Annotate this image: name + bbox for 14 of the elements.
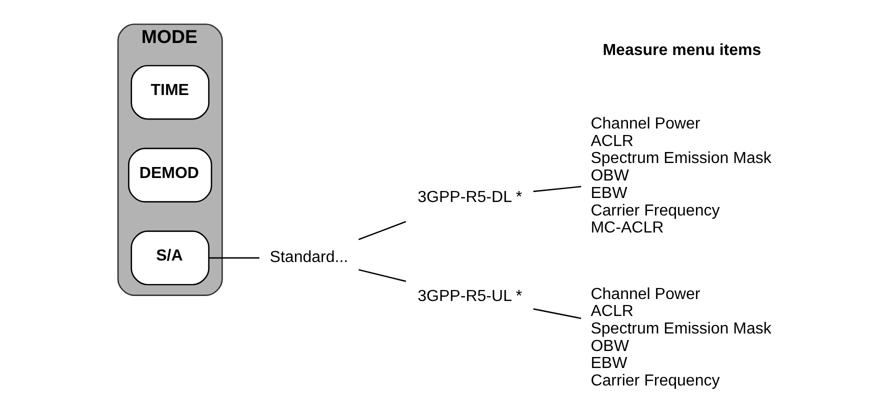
connector [358,220,406,240]
node-text: 3GPP-R5-UL * [417,286,522,305]
node-text: Standard... [269,248,348,266]
label: Measure menu items [602,41,761,60]
connector [358,269,406,282]
node-box: TIME [130,64,209,120]
node-text: Channel Power ACLR Spectrum Emission Mask OBW EBW Carrier Frequency [590,284,771,390]
connector [532,186,581,192]
node-box: DEMOD [128,148,212,202]
connector [208,257,259,259]
node-text: Channel Power ACLR Spectrum Emission Mask OBW EBW Carrier Frequency MC-ACLR [590,114,771,237]
connector [532,308,581,320]
node-box: S/A [130,230,209,286]
node-text: 3GPP-R5-DL * [417,188,522,206]
